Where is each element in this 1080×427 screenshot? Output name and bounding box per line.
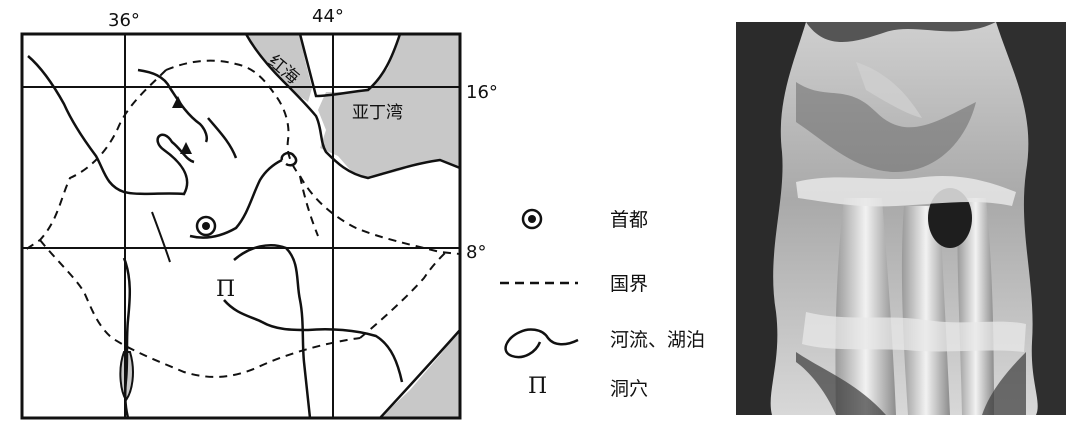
river-west	[122, 257, 131, 418]
longitude-label-36: 36°	[108, 10, 140, 31]
river-south	[223, 299, 404, 383]
stalagmite-column-center	[901, 206, 950, 415]
river-east	[233, 244, 312, 418]
mountain-peak-2	[180, 142, 192, 154]
cave-wall-right	[996, 22, 1066, 415]
river-tana	[189, 151, 298, 239]
legend: 首都 国界 河流、湖泊 Π 洞穴	[500, 208, 705, 400]
cave-wall-left	[736, 22, 806, 415]
latitude-label-16: 16°	[466, 82, 498, 103]
coastline-southeast	[379, 329, 460, 418]
map-frame	[20, 32, 462, 420]
legend-river-lake-label: 河流、湖泊	[610, 329, 705, 351]
red-sea-area	[246, 34, 312, 102]
latitude-label-8: 8°	[466, 242, 486, 263]
stalagmite-column-right	[957, 198, 994, 415]
capital-addis-ababa	[195, 215, 217, 237]
legend-cave-icon: Π	[528, 374, 547, 399]
coastline-west	[244, 34, 460, 180]
coastline-north	[298, 34, 402, 98]
border-southwest	[39, 239, 361, 378]
legend-capital-icon	[521, 208, 543, 230]
river-mid	[207, 117, 238, 159]
river-north	[137, 68, 208, 143]
cave-symbol-on-map: Π	[216, 277, 235, 302]
mountain-peak-1	[172, 96, 184, 108]
legend-river-lake-icon	[504, 328, 579, 359]
longitude-label-44: 44°	[312, 6, 344, 27]
border-north	[165, 59, 460, 255]
border-west	[22, 69, 167, 253]
river-central	[151, 211, 171, 263]
river-northwest	[27, 55, 195, 196]
cave-photograph	[736, 22, 1066, 415]
legend-border-label: 国界	[610, 273, 648, 295]
border-southeast	[359, 251, 447, 339]
se-sea-area	[380, 330, 460, 418]
legend-capital-label: 首都	[610, 209, 648, 231]
stalagmite-column-left	[835, 198, 896, 415]
gulf-of-aden-label: 亚丁湾	[352, 103, 403, 123]
legend-cave-label: 洞穴	[610, 378, 648, 400]
border-east	[299, 175, 319, 237]
gulf-of-aden-area	[318, 34, 460, 178]
